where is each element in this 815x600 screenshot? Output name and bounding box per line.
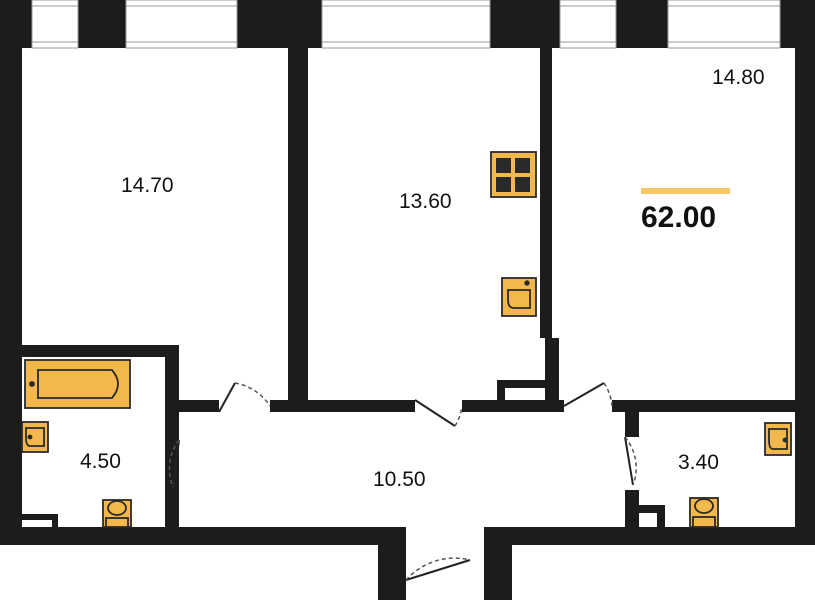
window-2 (125, 0, 238, 49)
total-area-accent-bar (641, 188, 730, 194)
room-area-living-right: 14.80 (712, 66, 765, 89)
total-area: 62.00 (641, 201, 717, 234)
door-bathroom (168, 439, 180, 488)
bathroom-sink-icon (21, 421, 49, 453)
toilet-wc-icon (689, 497, 719, 528)
room-area-bathroom: 4.50 (80, 450, 121, 473)
window-3 (321, 0, 491, 49)
door-entrance (405, 557, 471, 581)
toilet-bathroom-icon (102, 499, 132, 528)
wc-sink-icon (764, 422, 792, 456)
window-4 (559, 0, 617, 49)
door-kitchen (414, 399, 463, 427)
door-bedroom-left (218, 382, 271, 413)
room-area-wc: 3.40 (678, 451, 719, 474)
door-wc (624, 436, 637, 486)
bathtub-icon (24, 359, 131, 409)
window-5 (667, 0, 781, 49)
stove-icon (490, 151, 537, 198)
room-area-bedroom-left: 14.70 (121, 174, 174, 197)
room-area-kitchen: 13.60 (399, 190, 452, 213)
room-area-hallway: 10.50 (373, 468, 426, 491)
window-1 (31, 0, 79, 49)
windows (31, 0, 781, 49)
fixtures (21, 151, 792, 528)
interior-walls (18, 48, 795, 545)
kitchen-sink-icon (501, 277, 537, 317)
door-living (563, 382, 613, 407)
doors (168, 382, 637, 581)
